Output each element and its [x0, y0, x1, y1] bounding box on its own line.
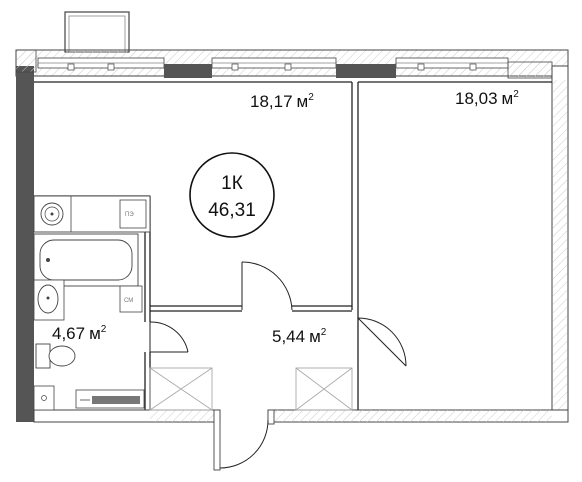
- room-outlines: [34, 81, 552, 412]
- door-left-room: [241, 261, 293, 311]
- left-wall: [16, 66, 34, 422]
- stove-icon: [119, 199, 147, 229]
- area-unit: м: [309, 327, 321, 346]
- radiator-icon: [75, 389, 145, 409]
- door-entrance: [219, 419, 269, 469]
- top-wall: [15, 49, 569, 79]
- wardrobe-left: [149, 367, 213, 411]
- kitchen-counter: ПЭ: [33, 195, 151, 233]
- balcony: [64, 11, 130, 53]
- stove-tag: ПЭ: [125, 212, 134, 218]
- area-value: 4,67: [52, 324, 85, 343]
- apartment-badge: 1К 46,31: [189, 152, 275, 238]
- door-bathroom: [149, 321, 189, 353]
- area-value: 18,03: [455, 89, 498, 108]
- area-value: 18,17: [250, 92, 293, 111]
- window-right: [395, 57, 509, 69]
- apartment-type: 1К: [221, 173, 243, 194]
- area-unit: м: [297, 92, 309, 111]
- window-mid: [211, 57, 337, 69]
- right-wall: [551, 65, 569, 423]
- drain-icon: [33, 385, 55, 411]
- window-left: [37, 57, 165, 69]
- toilet-icon: [35, 343, 76, 369]
- area-exp: 2: [308, 92, 314, 103]
- washbasin-icon: [33, 279, 65, 321]
- area-exp: 2: [101, 324, 107, 335]
- area-unit: м: [89, 324, 101, 343]
- area-unit: м: [502, 89, 514, 108]
- door-right-room: [357, 317, 407, 367]
- area-exp: 2: [321, 327, 327, 338]
- apartment-total-area: 46,31: [208, 200, 256, 221]
- area-value: 5,44: [272, 327, 305, 346]
- area-exp: 2: [513, 89, 519, 100]
- wardrobe-right: [295, 367, 353, 411]
- washer-tag: СМ: [124, 298, 133, 304]
- bathtub-icon: [33, 233, 139, 287]
- washer-icon: СМ: [119, 285, 143, 313]
- bottom-wall: [33, 409, 569, 471]
